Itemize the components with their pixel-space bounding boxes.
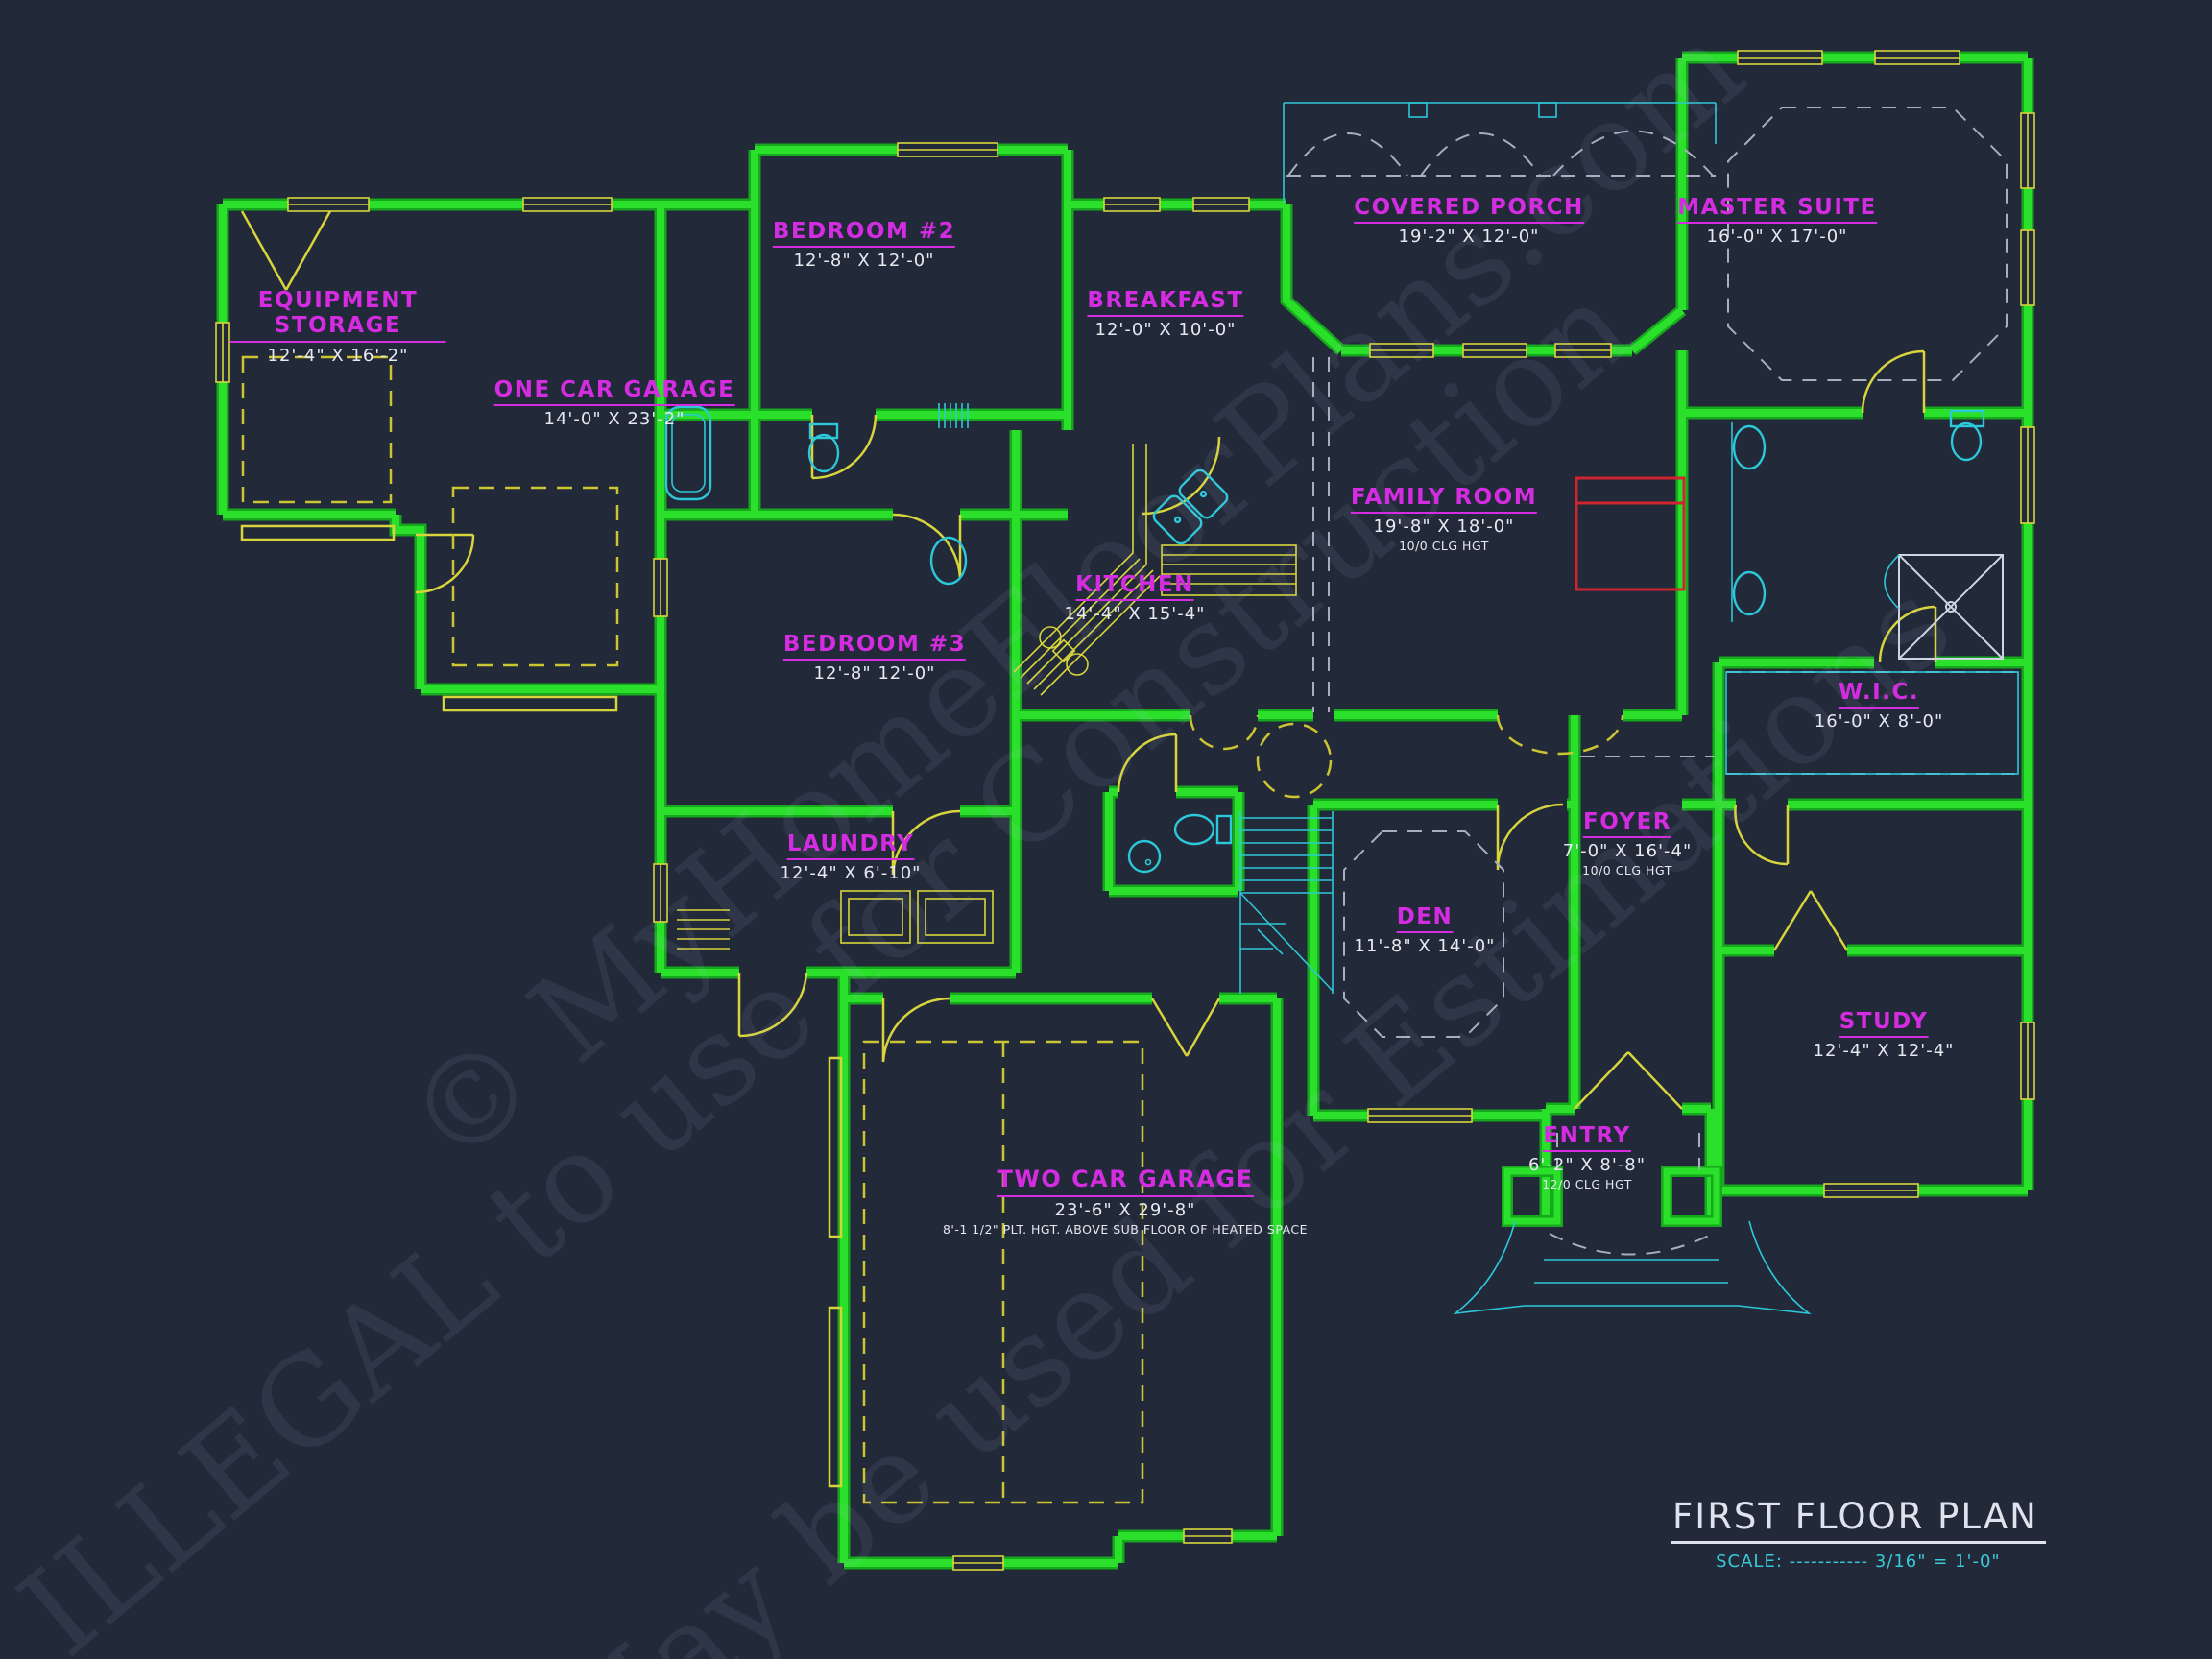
master-sink-2-icon xyxy=(1732,570,1767,616)
shower-icon xyxy=(1884,554,2004,660)
master-toilet-icon xyxy=(1950,421,1983,462)
title-block: FIRST FLOOR PLAN SCALE: ----------- 3/16… xyxy=(1671,1496,2046,1572)
plan-scale: SCALE: ----------- 3/16" = 1'-0" xyxy=(1716,1551,2001,1572)
plan-title: FIRST FLOOR PLAN xyxy=(1671,1496,2046,1544)
room-label-entry: ENTRY 6'-2" X 8'-8" 12/0 CLG HGT xyxy=(1527,1123,1647,1192)
master-tray-ceiling xyxy=(1727,107,2008,381)
room-label-foyer: FOYER 7'-0" X 16'-4" 10/0 CLG HGT xyxy=(1562,809,1693,878)
garage-doors xyxy=(240,355,1144,1504)
kitchen-sink-icon xyxy=(1152,469,1229,545)
toilet-icon xyxy=(807,433,840,473)
cased-openings xyxy=(1189,714,1624,799)
room-label-breakfast: BREAKFAST 12'-0" X 10'-0" xyxy=(1087,288,1244,341)
pedestal-sink-icon xyxy=(1127,839,1162,874)
windows xyxy=(215,50,2035,1571)
room-label-study: STUDY 12'-4" X 12'-4" xyxy=(1813,1009,1955,1062)
walls xyxy=(216,51,2034,1570)
master-sink-1-icon xyxy=(1732,424,1767,470)
den-tray-ceiling xyxy=(1343,830,1504,1038)
room-label-covered-porch: COVERED PORCH 19'-2" X 12'-0" xyxy=(1354,195,1584,248)
vanity-sink-icon xyxy=(929,536,968,586)
powder-toilet-icon xyxy=(1173,813,1215,846)
fireplace xyxy=(1575,476,1686,591)
room-label-laundry: LAUNDRY 12'-4" X 6'-10" xyxy=(780,831,922,884)
fixtures xyxy=(664,403,2019,994)
kitchen-cabinets xyxy=(1013,444,1297,696)
room-label-equipment-storage: EQUIPMENT STORAGE 12'-4" X 16'-2" xyxy=(229,288,446,366)
room-label-master-suite: MASTER SUITE 16'-0" X 17'-0" xyxy=(1677,195,1877,248)
room-label-two-car-garage: TWO CAR GARAGE 23'-6" X 29'-8" 8'-1 1/2"… xyxy=(942,1166,1309,1237)
wic-shelving xyxy=(1725,671,2019,775)
covered-porch-outline xyxy=(1283,102,1717,202)
laundry-cabinets xyxy=(677,890,994,950)
entry-columns xyxy=(1502,1166,1722,1227)
room-label-wic: W.I.C. 16'-0" X 8'-0" xyxy=(1814,680,1944,733)
room-label-family-room: FAMILY ROOM 19'-8" X 18'-0" 10/0 CLG HGT xyxy=(1350,485,1538,554)
room-label-one-car-garage: ONE CAR GARAGE 14'-0" X 23'-2" xyxy=(493,377,735,430)
bathtub-icon xyxy=(664,405,712,501)
room-label-kitchen: KITCHEN 14'-4" X 15'-4" xyxy=(1064,572,1206,625)
room-label-bedroom-2: BEDROOM #2 12'-8" X 12'-0" xyxy=(772,219,956,272)
stairs xyxy=(1239,811,1334,994)
ceiling-lines xyxy=(1312,107,2018,1038)
room-label-bedroom-3: BEDROOM #3 12'-8" 12'-0" xyxy=(782,632,967,685)
doors xyxy=(240,210,1937,1110)
entry-steps xyxy=(1453,1133,1812,1315)
room-label-den: DEN 11'-8" X 14'-0" xyxy=(1354,904,1496,957)
